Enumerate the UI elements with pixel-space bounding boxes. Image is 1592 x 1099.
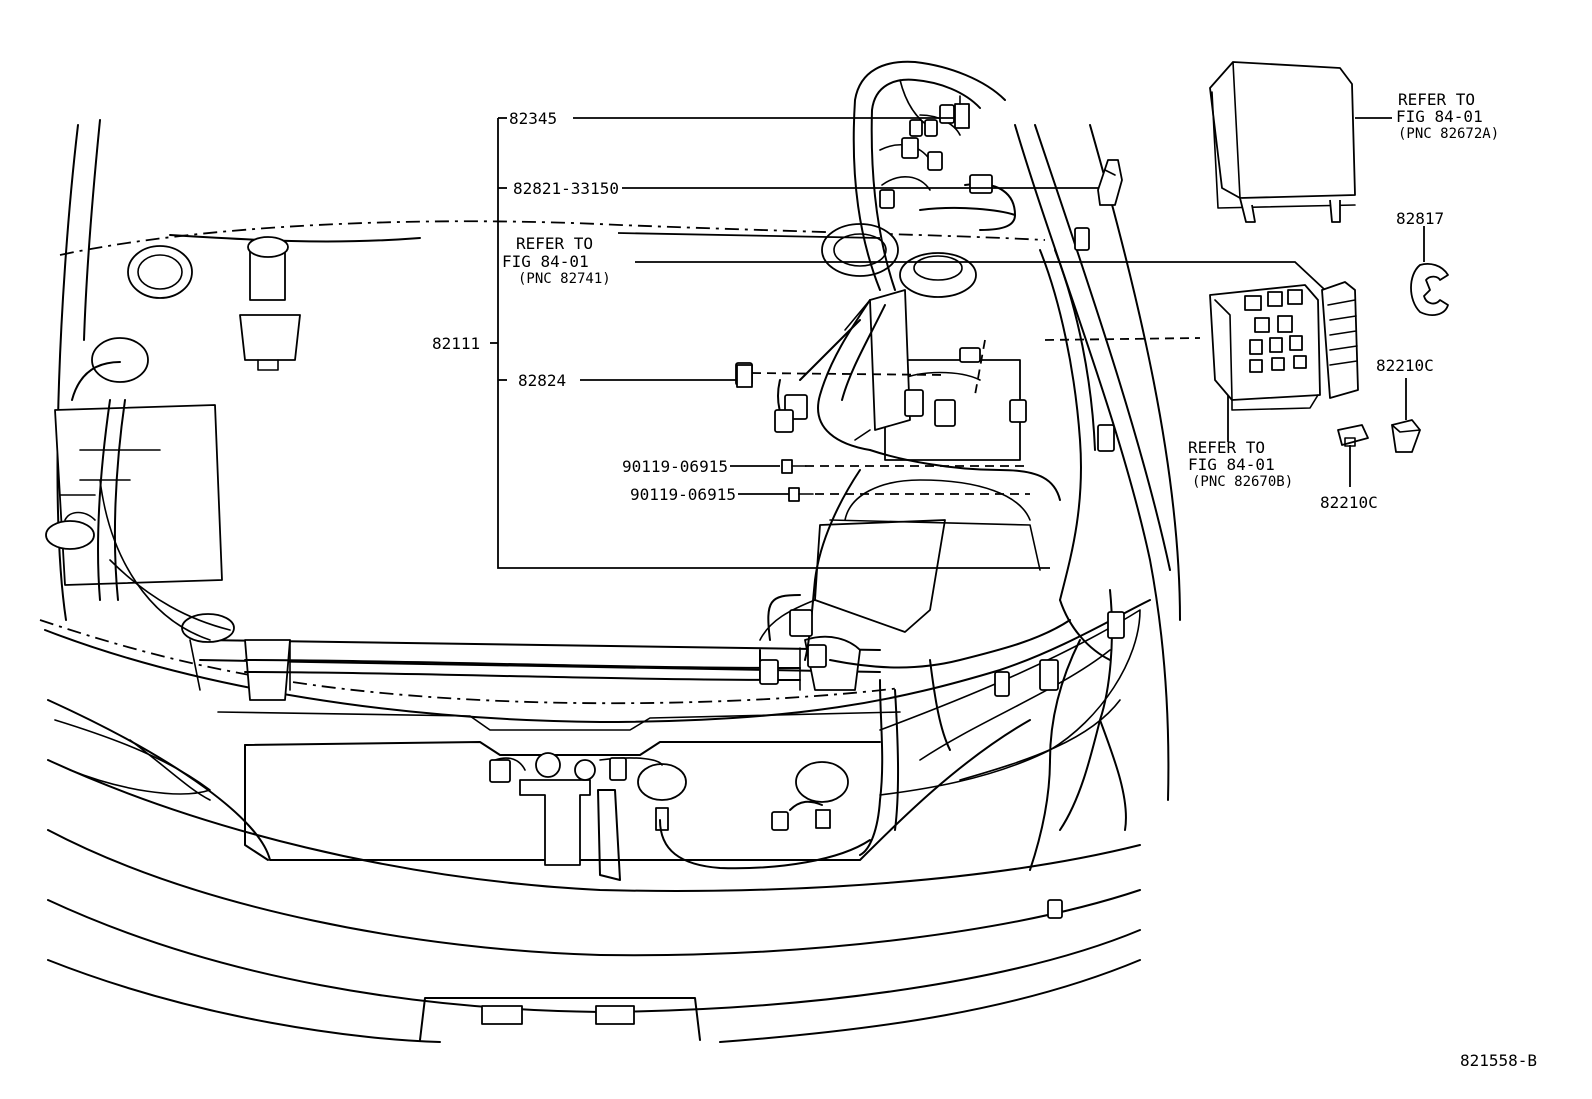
callout-labels: 82345 82821-33150 REFER TO FIG 84-01 (PN… [432, 90, 1537, 1070]
label-refer-c-line1: REFER TO [1188, 438, 1265, 457]
label-refer-c-line3: (PNC 82670B) [1192, 474, 1293, 490]
label-refer-a-line2: FIG 84-01 [502, 252, 589, 271]
label-refer-b-line1: REFER TO [1398, 90, 1475, 109]
part-82345-clip [954, 95, 970, 129]
label-refer-b-line2: FIG 84-01 [1396, 107, 1483, 126]
label-82210c-b: 82210C [1320, 493, 1378, 512]
part-82821-clip [1097, 159, 1123, 206]
label-82821-33150: 82821-33150 [513, 179, 619, 198]
engine-bay-components [45, 223, 1041, 881]
part-90119-bolt-b [788, 487, 814, 502]
leader-lines [490, 117, 1425, 569]
label-refer-a-line1: REFER TO [516, 234, 593, 253]
part-relay-block [1209, 284, 1321, 411]
label-82210c-a: 82210C [1376, 356, 1434, 375]
part-82210c-relay-b [1337, 424, 1369, 447]
label-82345: 82345 [509, 109, 557, 128]
label-82111: 82111 [432, 334, 480, 353]
label-82824: 82824 [518, 371, 566, 390]
part-90119-bolt-a [781, 459, 807, 474]
label-refer-a-line3: (PNC 82741) [518, 271, 611, 287]
part-fuse-strip [1321, 281, 1359, 399]
vehicle-body-outline [39, 119, 1181, 1043]
label-82817: 82817 [1396, 209, 1444, 228]
label-refer-c-line2: FIG 84-01 [1188, 455, 1275, 474]
part-82210c-relay-a [1391, 419, 1421, 453]
label-90119-06915-b: 90119-06915 [630, 485, 736, 504]
connectors [489, 104, 1125, 919]
part-82817-clip [1410, 262, 1449, 316]
part-relay-box-cover [1209, 61, 1356, 223]
label-refer-b-line3: (PNC 82672A) [1398, 126, 1499, 142]
figure-code: 821558-B [1460, 1051, 1537, 1070]
part-82824-connector [736, 364, 753, 388]
label-90119-06915-a: 90119-06915 [622, 457, 728, 476]
